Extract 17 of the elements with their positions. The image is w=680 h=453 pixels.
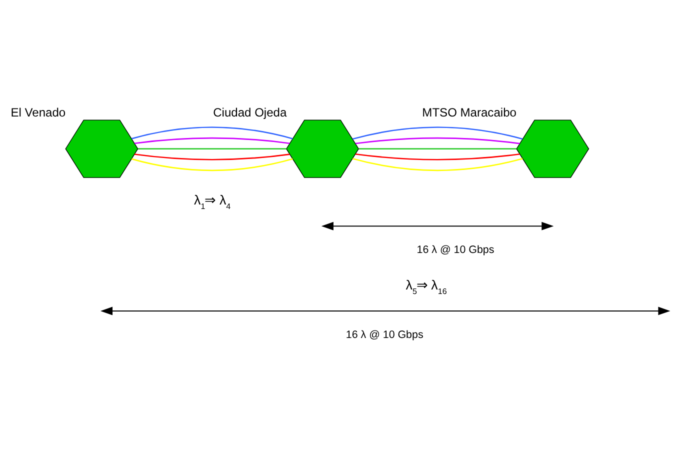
label: λ$_{1}$⇒ λ$_{4}$ bbox=[194, 192, 231, 210]
node-label: El Venado bbox=[10, 104, 66, 119]
node-label: MTSO Maracaibo bbox=[422, 104, 516, 119]
connector bbox=[352, 157, 523, 171]
connector bbox=[134, 136, 290, 144]
node-label: Ciudad Ojeda bbox=[213, 104, 287, 119]
connector bbox=[138, 148, 286, 149]
connector bbox=[132, 126, 293, 139]
label: 16 λ @ 10 Gbps bbox=[346, 328, 424, 340]
connector bbox=[358, 148, 516, 149]
connector bbox=[132, 158, 293, 171]
connector bbox=[352, 126, 523, 140]
label: λ$_{5}$⇒ λ$_{16}$ bbox=[406, 276, 447, 296]
connector bbox=[355, 152, 520, 160]
connector bbox=[134, 153, 290, 160]
connector bbox=[355, 136, 520, 144]
label: 16 λ @ 10 Gbps bbox=[416, 244, 494, 256]
